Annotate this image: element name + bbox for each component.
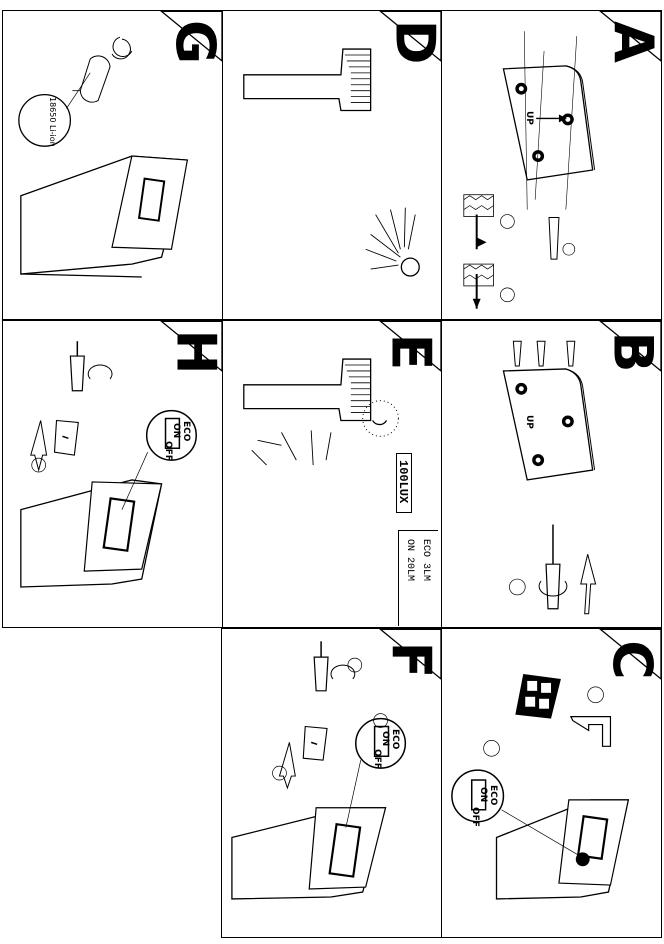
step-label-f: F <box>379 641 442 679</box>
panel-step-g: G 18650 Li-ion <box>2 10 223 320</box>
panel-step-e: E <box>221 320 442 628</box>
sun-rays-icon <box>251 430 332 466</box>
lamp-light-sensor-illustration <box>243 321 441 466</box>
switch-off-label: OFF <box>163 441 173 461</box>
lux-threshold-badge: 100LUX <box>396 453 412 513</box>
switch-eco-label-f: ECO <box>390 729 400 750</box>
switch-on-label-c: ON <box>478 787 488 803</box>
moon-icon <box>365 207 420 277</box>
mode-legend-box: ECO 3LM ON 20LM <box>398 530 438 626</box>
up-label: UP <box>524 111 534 125</box>
step-label-b: B <box>601 331 662 373</box>
battery-replace-illustration <box>18 11 222 278</box>
switch-adjust-illustration <box>231 629 441 900</box>
lamp-night-illustration <box>243 11 441 277</box>
panel-step-f: F ECO ON OFF <box>221 628 442 938</box>
switch-install-illustration <box>451 629 661 900</box>
switch-eco-label: ECO <box>181 421 191 442</box>
up-label-b: UP <box>524 415 534 429</box>
screw-plate-illustration <box>502 321 661 615</box>
step-label-c: C <box>600 640 662 680</box>
on-mode-line: ON 20LM <box>404 539 415 582</box>
step-label-d: D <box>383 19 442 65</box>
panel-step-b: B UP <box>441 320 662 628</box>
step-label-e: E <box>379 333 442 371</box>
panel-step-a: A UP <box>441 10 662 320</box>
screwdriver-icon <box>69 341 113 392</box>
screwdriver-icon <box>538 524 568 610</box>
panel-step-c: C ECO ON OFF <box>441 628 662 938</box>
step-label-a: A <box>601 21 662 63</box>
switch-on-label: ON <box>171 423 181 439</box>
panel-step-h: H ECO ON OFF <box>2 320 223 628</box>
switch-mode-illustration <box>20 321 222 588</box>
step-label-h: H <box>164 329 223 375</box>
battery-label: 18650 Li-ion <box>48 97 57 147</box>
switch-on-label-f: ON <box>380 731 390 747</box>
screwdriver-icon <box>313 641 356 692</box>
lux-label: 100LUX <box>396 460 410 504</box>
switch-eco-label-c: ECO <box>488 785 498 806</box>
switch-off-label-c: OFF <box>470 807 480 827</box>
switch-off-label-f: OFF <box>372 749 382 769</box>
mounting-plate-illustration <box>463 11 661 309</box>
eco-mode-line: ECO 3LM <box>420 539 431 582</box>
panel-step-d: D <box>221 10 442 320</box>
step-label-g: G <box>164 19 223 65</box>
